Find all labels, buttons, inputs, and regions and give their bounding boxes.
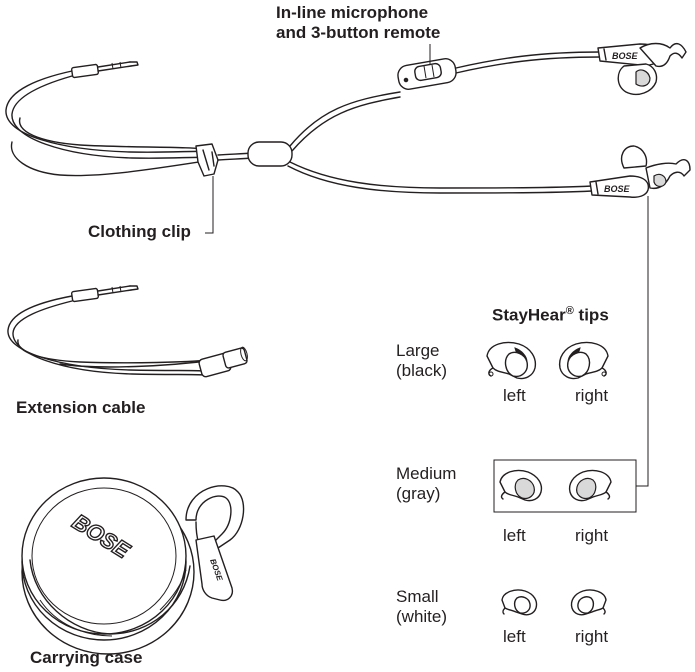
- tip-size-large: Large: [396, 341, 440, 360]
- tips-callout-line: [636, 196, 649, 487]
- carrying-case-label: Carrying case: [30, 648, 143, 667]
- tip-color-large: (black): [396, 361, 448, 380]
- tip-large-left-label: left: [503, 386, 526, 405]
- tip-large-right: [558, 341, 609, 380]
- earbud-right: BOSE: [597, 42, 687, 96]
- clip-callout-line: [205, 176, 214, 234]
- tip-medium-right-label: right: [575, 526, 609, 545]
- remote-label-line1: In-line microphone: [276, 3, 429, 22]
- carrying-case-drawing: BOSE BOSE: [21, 477, 245, 655]
- headphone-plug: [70, 61, 139, 79]
- extension-cable-label: Extension cable: [16, 398, 146, 417]
- clothing-clip-label: Clothing clip: [88, 222, 191, 241]
- brand-logo-right-earbud: BOSE: [612, 51, 639, 61]
- tip-color-medium: (gray): [396, 484, 441, 503]
- medium-tips-box: [493, 459, 637, 513]
- stayhear-tips-title: StayHear® tips: [492, 305, 609, 326]
- headphone-cable-coil: [5, 70, 213, 177]
- brand-logo-left-earbud: BOSE: [604, 184, 631, 194]
- tip-small-left: [501, 589, 538, 616]
- tip-large-right-label: right: [575, 386, 609, 405]
- earbud-left: BOSE: [589, 145, 691, 198]
- tip-color-small: (white): [396, 607, 448, 626]
- remote-label-line2: and 3-button remote: [276, 23, 441, 42]
- clothing-clip: [195, 143, 219, 177]
- tip-small-left-label: left: [503, 627, 526, 646]
- tip-medium-right: [568, 469, 612, 502]
- tip-size-medium: Medium: [396, 464, 457, 483]
- inline-remote[interactable]: [396, 57, 457, 91]
- registered-mark: ®: [565, 305, 574, 317]
- cable-splitter: [247, 141, 293, 167]
- tip-medium-left-label: left: [503, 526, 526, 545]
- tip-medium-left: [499, 469, 543, 502]
- tip-size-small: Small: [396, 587, 439, 606]
- tips-title-suffix: tips: [573, 305, 609, 325]
- tip-small-right: [570, 589, 607, 616]
- tip-large-left: [486, 341, 537, 380]
- extension-cable-drawing: [7, 285, 248, 378]
- tips-title-text: StayHear: [492, 305, 566, 325]
- tip-small-right-label: right: [575, 627, 609, 646]
